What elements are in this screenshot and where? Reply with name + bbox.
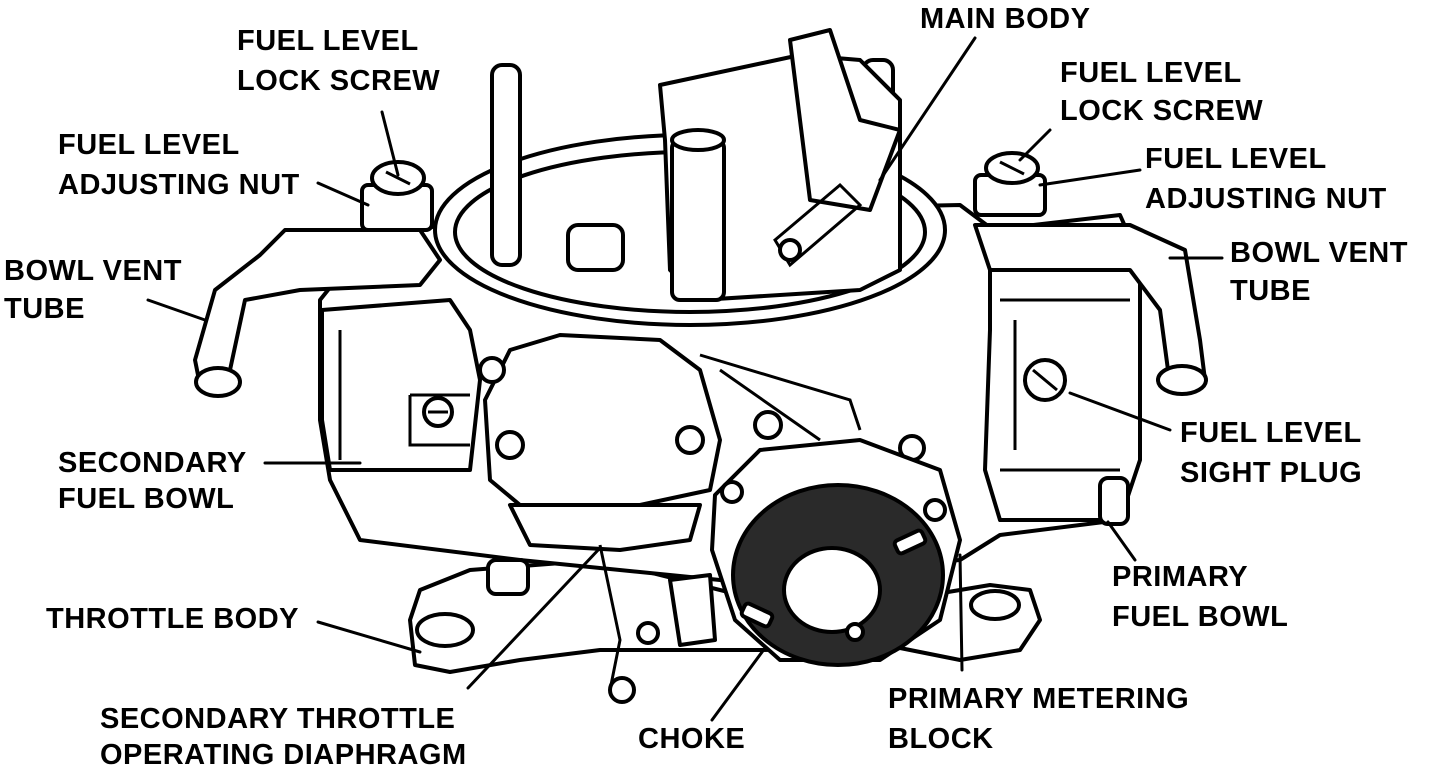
label-secondary-fuel-bowl: SECONDARY FUEL BOWL [58,447,255,515]
leader-adjusting-nut-right [1038,168,1142,187]
label-fuel-level-lock-screw-left: FUEL LEVEL LOCK SCREW [237,25,440,97]
base-bolt-hole-right [969,589,1021,621]
label-fuel-level-lock-screw-right: FUEL LEVEL LOCK SCREW [1060,57,1263,127]
label-bowl-vent-tube-right: BOWL VENT TUBE [1230,237,1417,307]
bowl-vent-tube-left-shape [193,228,442,387]
label-throttle-body: THROTTLE BODY [46,603,299,635]
leader-primary-fuel-bowl [1106,520,1137,562]
label-primary-metering-block: PRIMARY METERING BLOCK [888,683,1198,755]
carburetor-illustration [193,28,1208,704]
leader-bowl-vent-left [146,298,207,322]
base-bolt-hole-left [415,612,475,648]
label-fuel-level-adjusting-nut-left: FUEL LEVEL ADJUSTING NUT [58,129,300,201]
leader-throttle-body [316,620,422,654]
label-bowl-vent-tube-left: BOWL VENT TUBE [4,255,191,325]
label-fuel-level-sight-plug: FUEL LEVEL SIGHT PLUG [1180,417,1370,489]
leader-secondary-diaphragm [466,546,602,690]
leader-lines [146,36,1224,722]
leader-choke [710,646,767,722]
leader-adjusting-nut-left [316,181,370,207]
label-main-body: MAIN BODY [920,3,1090,35]
leader-sight-plug [1068,391,1172,432]
label-fuel-level-adjusting-nut-right: FUEL LEVEL ADJUSTING NUT [1145,143,1387,215]
callout-labels: MAIN BODY FUEL LEVEL LOCK SCREW FUEL LEV… [4,3,1417,768]
secondary-diaphragm-housing [483,333,722,507]
leader-main-body [878,36,977,182]
leader-primary-metering-block [958,553,964,672]
label-primary-fuel-bowl: PRIMARY FUEL BOWL [1112,561,1288,633]
leader-lock-screw-right [1018,128,1052,162]
choke-housing [710,438,962,667]
fuel-level-adjusting-nut-right-shape [973,151,1047,217]
label-secondary-throttle-operating-diaphragm: SECONDARY THROTTLE OPERATING DIAPHRAGM [100,703,467,768]
label-choke: CHOKE [638,723,745,755]
leader-lock-screw-left [380,110,400,177]
fuel-level-adjusting-nut-left-shape [360,160,434,232]
